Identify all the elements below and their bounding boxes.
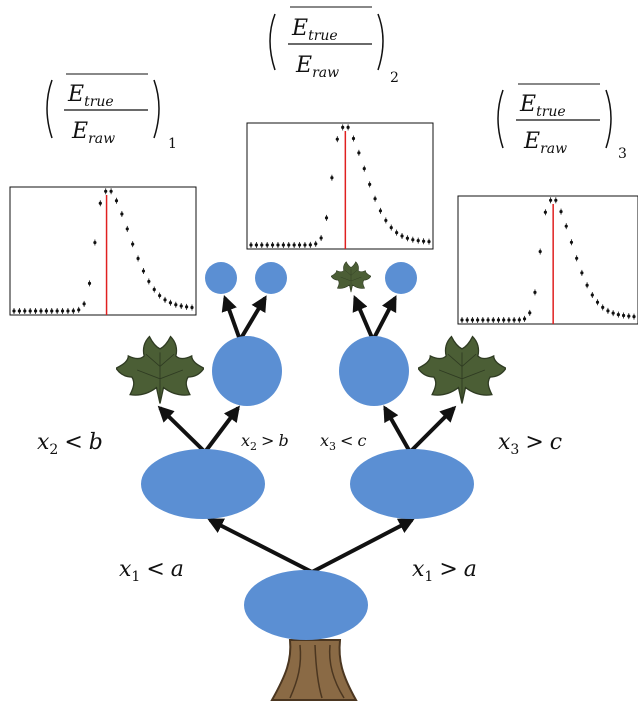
svg-text:Eraw: Eraw — [71, 119, 115, 147]
histogram-2 — [247, 123, 433, 249]
left-node — [141, 449, 265, 519]
maple-leaf-icon — [418, 337, 506, 404]
ll-child-a — [205, 262, 237, 294]
cut-label-right-left: x3<c — [320, 431, 366, 453]
histogram-3 — [458, 196, 638, 324]
edge-ll-a — [225, 298, 240, 340]
ratio-label-3: Etrue Eraw 3 — [498, 84, 627, 162]
svg-text:2: 2 — [390, 70, 399, 86]
right-node — [350, 449, 474, 519]
svg-text:Eraw: Eraw — [295, 53, 339, 81]
tree-trunk-icon — [272, 640, 356, 700]
edge-ll-b — [240, 298, 265, 340]
edge-left-node — [205, 408, 238, 452]
maple-leaf-icon — [331, 262, 371, 292]
cut-label-right-right: x3>c — [498, 430, 562, 458]
rr-child-b — [385, 262, 417, 294]
edge-root-left — [210, 520, 312, 572]
tree-edges — [160, 298, 454, 572]
ratio-label-2: Etrue Eraw 2 — [270, 7, 399, 86]
left-right-node — [212, 336, 282, 406]
edge-rr-b — [373, 298, 395, 340]
ratio-label-1: Etrue Eraw 1 — [47, 74, 177, 152]
svg-text:1: 1 — [168, 136, 177, 152]
edge-right-leaf — [410, 408, 454, 452]
root-node — [244, 570, 368, 640]
svg-text:Etrue: Etrue — [291, 16, 338, 44]
ll-child-b — [255, 262, 287, 294]
cut-label-left-left: x2<b — [37, 430, 103, 458]
svg-text:Eraw: Eraw — [523, 129, 567, 157]
edge-left-leaf — [160, 408, 205, 452]
svg-text:Etrue: Etrue — [519, 92, 566, 120]
maple-leaf-icon — [116, 337, 204, 404]
edge-rr-a — [355, 298, 373, 340]
cut-label-left-right: x2>b — [241, 431, 289, 453]
svg-text:3: 3 — [618, 146, 627, 162]
edge-right-node — [385, 408, 410, 452]
histogram-1 — [10, 187, 196, 315]
cut-label-root-right: x1>a — [412, 557, 477, 585]
edge-root-right — [312, 520, 412, 572]
svg-text:Etrue: Etrue — [67, 82, 114, 110]
right-left-node — [339, 336, 409, 406]
cut-label-root-left: x1<a — [119, 557, 184, 585]
